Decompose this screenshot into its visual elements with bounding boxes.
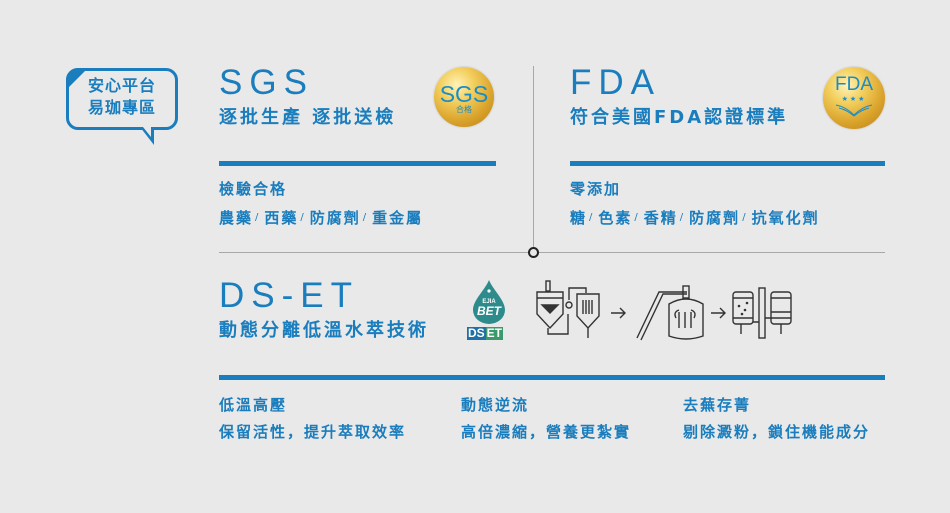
fda-title: FDA <box>570 63 661 102</box>
separator: / <box>634 212 640 223</box>
feature-column-1: 低溫高壓 保留活性，提升萃取效率 <box>219 396 406 441</box>
sgs-item: 農藥 <box>219 209 254 227</box>
arrow-right-icon <box>611 307 626 319</box>
fda-badge-text: FDA <box>835 74 873 95</box>
separator: / <box>589 212 595 223</box>
sgs-subtitle: 逐批生產 逐批送檢 <box>219 107 397 128</box>
fda-item: 抗氧化劑 <box>751 209 820 227</box>
fda-item: 糖 <box>570 209 588 227</box>
bubble-line-1: 安心平台 <box>87 76 156 95</box>
bet-drop-icon: EJIA BET <box>473 280 505 324</box>
separator: / <box>679 212 686 223</box>
sgs-item: 西藥 <box>264 209 299 227</box>
svg-text:BET: BET <box>477 304 503 318</box>
sgs-title: SGS <box>219 63 314 102</box>
fda-head: 零添加 <box>570 180 622 198</box>
divider-node-icon <box>528 247 539 258</box>
feature-column-2: 動態逆流 高倍濃縮，營養更紮實 <box>461 396 631 441</box>
bubble-line-2: 易珈專區 <box>87 98 156 117</box>
feature-head: 去蕪存菁 <box>683 396 752 414</box>
separator: / <box>300 212 306 223</box>
fda-item: 香精 <box>643 209 678 227</box>
separator: / <box>742 212 748 223</box>
dset-logo-ds: DS <box>467 326 486 340</box>
feature-body: 高倍濃縮，營養更紮實 <box>461 423 632 441</box>
fda-item: 防腐劑 <box>689 209 741 227</box>
sgs-items: 農藥 / 西藥 / 防腐劑 / 重金屬 <box>219 209 423 227</box>
dset-logo-label: DS ET <box>467 326 504 340</box>
sgs-rule <box>219 161 496 166</box>
svg-text:EJIA: EJIA <box>482 299 496 305</box>
feature-head: 低溫高壓 <box>219 396 288 414</box>
sgs-item: 重金屬 <box>372 209 424 227</box>
extraction-tank-icon <box>536 280 600 338</box>
dset-rule <box>219 375 885 380</box>
sgs-badge-icon: SGS 合格 <box>434 67 494 127</box>
bubble-label: 安心平台 易珈專區 <box>66 75 178 119</box>
dset-title: DS-ET <box>219 276 359 315</box>
sgs-head: 檢驗合格 <box>219 180 288 198</box>
fda-item: 色素 <box>598 209 633 227</box>
vertical-divider <box>533 66 534 249</box>
concentrator-icon <box>636 285 704 341</box>
feature-column-3: 去蕪存菁 剔除澱粉，鎖住機能成分 <box>683 396 870 441</box>
feature-body: 保留活性，提升萃取效率 <box>219 423 407 441</box>
eagle-wings-icon <box>835 104 873 117</box>
sgs-item: 防腐劑 <box>309 209 361 227</box>
dset-logo-et: ET <box>485 326 504 340</box>
fda-badge-icon: FDA ★★★ <box>823 67 885 129</box>
feature-head: 動態逆流 <box>461 396 530 414</box>
bubble-tail-icon <box>140 127 154 145</box>
dset-subtitle: 動態分離低溫水萃技術 <box>219 320 429 341</box>
fda-items: 糖 / 色素 / 香精 / 防腐劑 / 抗氧化劑 <box>570 209 820 227</box>
process-diagram <box>536 280 792 341</box>
bubble-corner-accent <box>66 68 88 90</box>
sgs-badge-text: SGS <box>439 81 489 107</box>
horizontal-divider <box>219 252 885 253</box>
feature-body: 剔除澱粉，鎖住機能成分 <box>683 423 871 441</box>
separator: / <box>362 212 369 223</box>
arrow-right-icon <box>711 307 726 319</box>
fda-rule <box>570 161 885 166</box>
filter-columns-icon <box>732 287 792 339</box>
fda-subtitle: 符合美國FDA認證標準 <box>570 107 789 128</box>
separator: / <box>255 212 261 223</box>
sgs-badge-sub: 合格 <box>456 105 472 114</box>
fda-badge-stars: ★★★ <box>841 95 867 103</box>
